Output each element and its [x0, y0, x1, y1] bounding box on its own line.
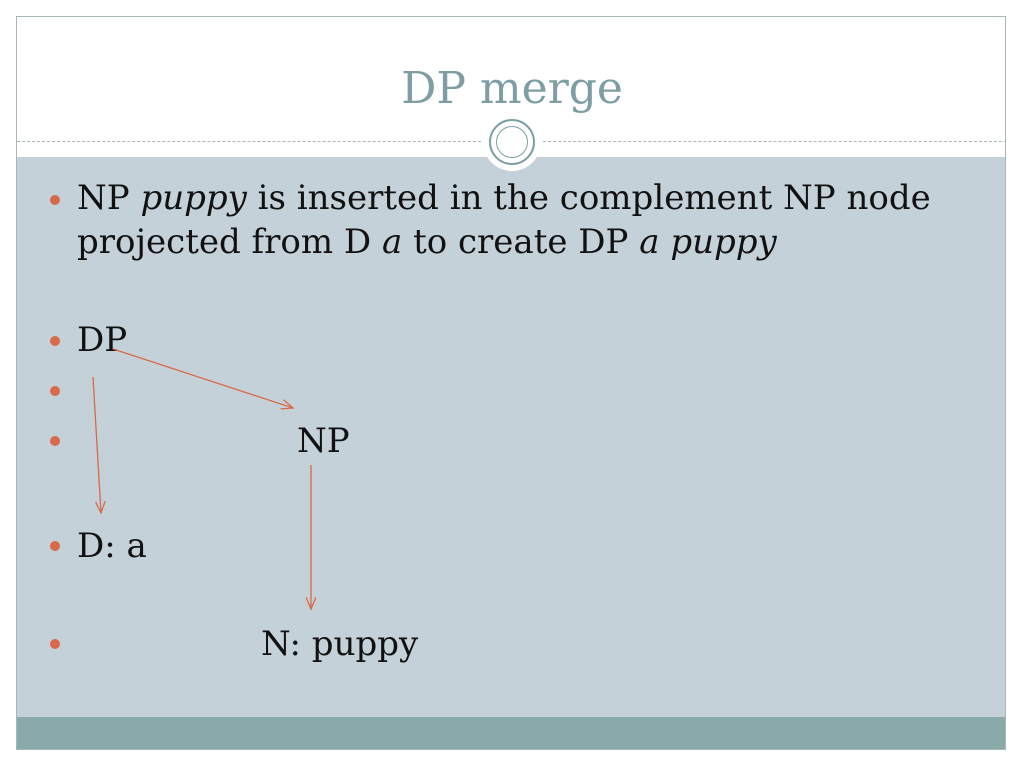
- bullet-marker: [50, 195, 60, 205]
- intro-text: projected from D: [77, 222, 382, 262]
- intro-italic-puppy: puppy: [140, 178, 247, 218]
- tree-node-d: D: a: [77, 526, 147, 566]
- bullet-marker: [50, 541, 60, 551]
- intro-text: to create DP: [402, 222, 640, 262]
- intro-text: is inserted in the complement NP node: [246, 178, 931, 218]
- intro-text: NP: [77, 178, 141, 218]
- content-area: [17, 157, 1005, 717]
- tree-node-dp: DP: [77, 320, 128, 360]
- footer-bar: [17, 717, 1005, 749]
- bullet-marker: [50, 386, 60, 396]
- intro-italic-a-puppy: a puppy: [639, 222, 777, 262]
- circle-ornament-icon: [483, 113, 541, 171]
- bullet-marker: [50, 639, 60, 649]
- intro-line-1: NP puppy is inserted in the complement N…: [77, 177, 931, 219]
- circle-ornament-inner: [496, 126, 528, 158]
- intro-line-2: projected from D a to create DP a puppy: [77, 221, 777, 263]
- tree-node-np: NP: [297, 421, 350, 461]
- slide: DP merge NP puppy is inserted in the com…: [16, 16, 1006, 750]
- circle-ornament-ring: [489, 119, 535, 165]
- intro-italic-a: a: [381, 222, 403, 262]
- bullet-marker: [50, 436, 60, 446]
- tree-node-n: N: puppy: [261, 624, 419, 664]
- slide-title: DP merge: [401, 63, 623, 114]
- bullet-marker: [50, 336, 60, 346]
